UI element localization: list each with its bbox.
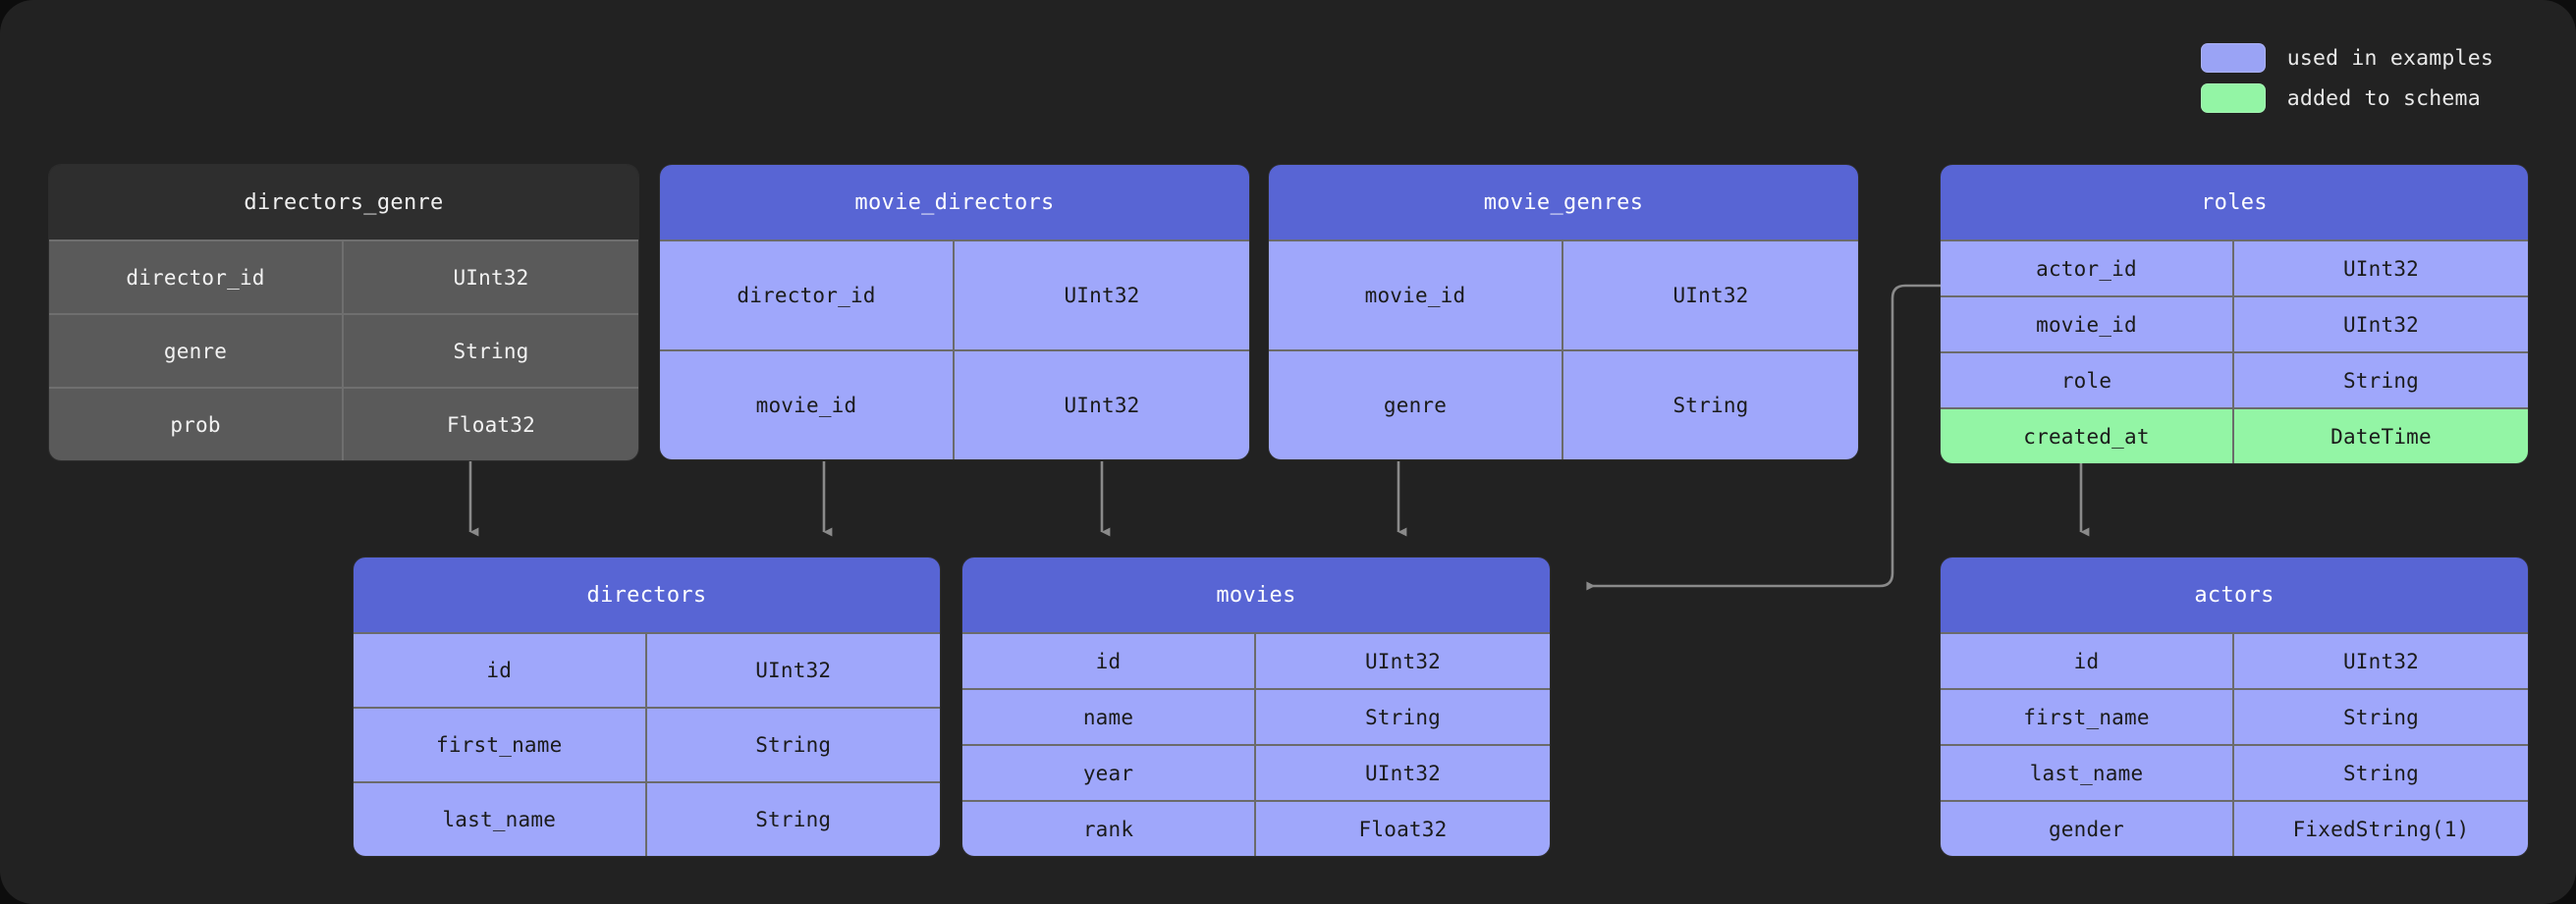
column-type: String [1563,351,1858,459]
legend-swatch-added-to-schema [2200,83,2266,113]
column-name: genre [49,315,344,387]
column-type: UInt32 [344,241,638,313]
table-title-directors: directors [354,558,940,632]
column-type: String [2234,746,2528,800]
column-name: id [962,634,1256,688]
column-name: id [354,634,647,707]
column-type: Float32 [1256,802,1550,856]
column-type: UInt32 [955,241,1249,349]
column-name: year [962,746,1256,800]
column-name: last_name [1941,746,2234,800]
legend-item-used-in-examples: used in examples [2200,43,2494,73]
column-name: movie_id [660,351,955,459]
column-name: rank [962,802,1256,856]
table-title-movies: movies [962,558,1550,632]
column-name: last_name [354,783,647,856]
column-name: movie_id [1269,241,1563,349]
column-type: Float32 [344,389,638,460]
legend-label-added-to-schema: added to schema [2286,85,2481,111]
column-name: role [1941,353,2234,407]
column-type: String [2234,690,2528,744]
column-name: actor_id [1941,241,2234,295]
legend-item-added-to-schema: added to schema [2200,83,2494,113]
column-name: gender [1941,802,2234,856]
column-type: UInt32 [1256,634,1550,688]
legend-swatch-used-in-examples [2200,43,2266,73]
column-type: UInt32 [2234,634,2528,688]
column-name: created_at [1941,409,2234,463]
column-type: String [344,315,638,387]
table-title-directors_genre: directors_genre [49,165,638,239]
column-type: UInt32 [1256,746,1550,800]
column-type: String [646,783,940,856]
legend: used in examples added to schema [2200,43,2494,113]
column-type: UInt32 [2234,241,2528,295]
column-name: name [962,690,1256,744]
column-type: String [646,709,940,781]
column-type: UInt32 [646,634,940,707]
column-type: DateTime [2234,409,2528,463]
column-name: id [1941,634,2234,688]
column-name: director_id [49,241,344,313]
column-name: first_name [354,709,647,781]
column-name: director_id [660,241,955,349]
table-title-movie_genres: movie_genres [1269,165,1858,239]
legend-label-used-in-examples: used in examples [2286,45,2494,71]
column-type: String [1256,690,1550,744]
column-name: first_name [1941,690,2234,744]
table-title-actors: actors [1941,558,2528,632]
table-title-roles: roles [1941,165,2528,239]
column-type: UInt32 [1563,241,1858,349]
table-title-movie_directors: movie_directors [660,165,1249,239]
column-type: String [2234,353,2528,407]
column-name: prob [49,389,344,460]
column-name: genre [1269,351,1563,459]
column-type: FixedString(1) [2234,802,2528,856]
column-type: UInt32 [2234,297,2528,351]
column-type: UInt32 [955,351,1249,459]
column-name: movie_id [1941,297,2234,351]
